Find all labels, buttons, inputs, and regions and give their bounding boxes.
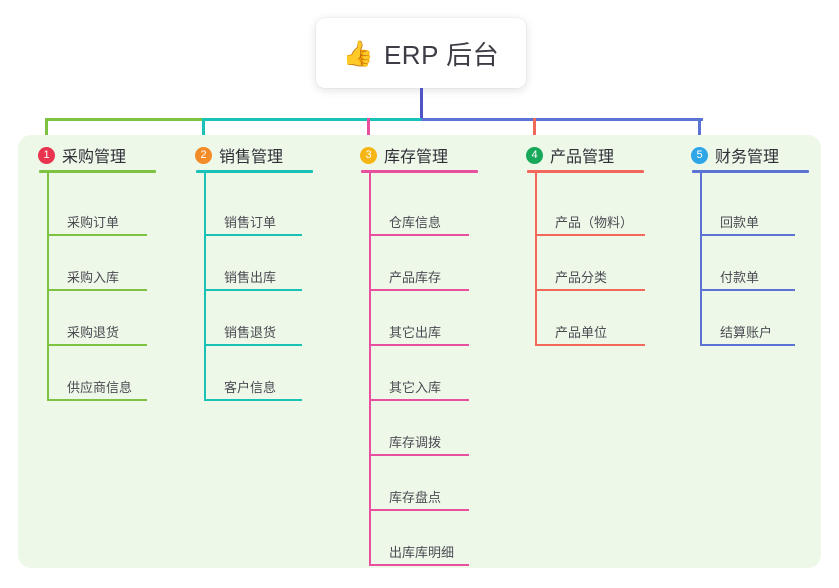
branch-item-label: 供应商信息 — [67, 380, 133, 395]
branch-item[interactable]: 采购入库 — [47, 253, 147, 291]
branch-item-label: 销售订单 — [224, 215, 277, 230]
branch-item-label: 销售退货 — [224, 325, 277, 340]
branch-item-rule — [369, 344, 469, 346]
branch-item-rule — [700, 234, 795, 236]
branch-spine-1 — [47, 173, 49, 401]
branch-spine-4 — [535, 173, 537, 346]
thumbs-up-icon: 👍 — [342, 38, 374, 68]
branch-item-rule — [47, 399, 147, 401]
branch-header-rule-3 — [361, 170, 478, 173]
branch-item-label: 付款单 — [720, 270, 760, 285]
branch-header-rule-4 — [527, 170, 644, 173]
branch-header-rule-5 — [692, 170, 809, 173]
branch-item[interactable]: 仓库信息 — [369, 198, 469, 236]
branch-item-rule — [204, 234, 302, 236]
branch-item[interactable]: 销售出库 — [204, 253, 302, 291]
branch-title-2: 销售管理 — [219, 149, 284, 166]
branch-item-label: 仓库信息 — [389, 215, 442, 230]
branch-item-label: 出库库明细 — [389, 545, 455, 560]
branch-item[interactable]: 其它入库 — [369, 363, 469, 401]
branch-header-5[interactable]: 5 财务管理 — [691, 143, 779, 167]
branch-item-label: 产品（物料） — [555, 215, 634, 230]
branch-header-1[interactable]: 1 采购管理 — [38, 143, 126, 167]
branch-item[interactable]: 采购订单 — [47, 198, 147, 236]
bus-segment-2 — [202, 118, 423, 121]
branch-header-3[interactable]: 3 库存管理 — [360, 143, 448, 167]
branch-title-3: 库存管理 — [384, 149, 449, 166]
branch-item-rule — [47, 344, 147, 346]
branch-item-rule — [535, 289, 645, 291]
branch-item-rule — [369, 234, 469, 236]
branch-item-rule — [369, 564, 469, 566]
branch-item-rule — [700, 289, 795, 291]
branch-item-rule — [535, 234, 645, 236]
branch-item-rule — [369, 509, 469, 511]
branch-badge-1: 1 — [38, 146, 55, 164]
branch-item[interactable]: 产品单位 — [535, 308, 645, 346]
branch-item-label: 客户信息 — [224, 380, 277, 395]
root-node-content: 👍 ERP 后台 — [343, 35, 499, 72]
root-stem-line — [420, 88, 423, 121]
branch-header-4[interactable]: 4 产品管理 — [526, 143, 614, 167]
branch-item-label: 库存盘点 — [389, 490, 442, 505]
branch-item-rule — [535, 344, 645, 346]
branch-header-rule-2 — [196, 170, 313, 173]
branch-item-label: 销售出库 — [224, 270, 277, 285]
branch-badge-4: 4 — [526, 146, 543, 164]
bus-segment-3 — [421, 118, 703, 121]
branch-item-label: 产品单位 — [555, 325, 608, 340]
branch-spine-5 — [700, 173, 702, 346]
root-node[interactable]: 👍 ERP 后台 — [316, 18, 526, 88]
branch-badge-3: 3 — [360, 146, 377, 164]
branch-item-label: 采购退货 — [67, 325, 120, 340]
branch-item[interactable]: 客户信息 — [204, 363, 302, 401]
branch-item[interactable]: 其它出库 — [369, 308, 469, 346]
branch-item-rule — [47, 289, 147, 291]
branch-item[interactable]: 产品（物料） — [535, 198, 645, 236]
page-title: ERP 后台 — [383, 39, 500, 70]
branch-item-label: 采购订单 — [67, 215, 120, 230]
branch-item[interactable]: 销售订单 — [204, 198, 302, 236]
branch-item-label: 产品库存 — [389, 270, 442, 285]
branch-item-rule — [204, 289, 302, 291]
branch-item-rule — [369, 454, 469, 456]
branch-item[interactable]: 库存调拨 — [369, 418, 469, 456]
branch-item-rule — [369, 289, 469, 291]
branch-item[interactable]: 产品分类 — [535, 253, 645, 291]
branch-item-rule — [204, 399, 302, 401]
branch-title-1: 采购管理 — [62, 149, 127, 166]
branch-item-label: 回款单 — [720, 215, 760, 230]
branch-item[interactable]: 采购退货 — [47, 308, 147, 346]
branch-item-label: 其它出库 — [389, 325, 442, 340]
branch-item-rule — [47, 234, 147, 236]
bus-segment-1 — [45, 118, 204, 121]
branch-badge-5: 5 — [691, 146, 708, 164]
branch-header-rule-1 — [39, 170, 156, 173]
branch-item[interactable]: 结算账户 — [700, 308, 795, 346]
branch-item-label: 结算账户 — [720, 325, 773, 340]
branch-item-rule — [369, 399, 469, 401]
branch-item-label: 库存调拨 — [389, 435, 442, 450]
branch-item[interactable]: 销售退货 — [204, 308, 302, 346]
branch-item[interactable]: 付款单 — [700, 253, 795, 291]
branch-item-label: 产品分类 — [555, 270, 608, 285]
branch-item[interactable]: 产品库存 — [369, 253, 469, 291]
branch-title-5: 财务管理 — [715, 149, 780, 166]
branch-item-rule — [204, 344, 302, 346]
branches-panel: 1 采购管理采购订单采购入库采购退货供应商信息 2 销售管理销售订单销售出库销售退货客… — [18, 135, 821, 568]
branch-item[interactable]: 库存盘点 — [369, 473, 469, 511]
branch-item[interactable]: 回款单 — [700, 198, 795, 236]
branch-item[interactable]: 出库库明细 — [369, 528, 469, 566]
branch-badge-2: 2 — [195, 146, 212, 164]
branch-title-4: 产品管理 — [550, 149, 615, 166]
branch-spine-3 — [369, 173, 371, 566]
branch-item[interactable]: 供应商信息 — [47, 363, 147, 401]
branch-spine-2 — [204, 173, 206, 401]
branch-item-label: 其它入库 — [389, 380, 442, 395]
branch-item-label: 采购入库 — [67, 270, 120, 285]
branch-item-rule — [700, 344, 795, 346]
branch-header-2[interactable]: 2 销售管理 — [195, 143, 283, 167]
